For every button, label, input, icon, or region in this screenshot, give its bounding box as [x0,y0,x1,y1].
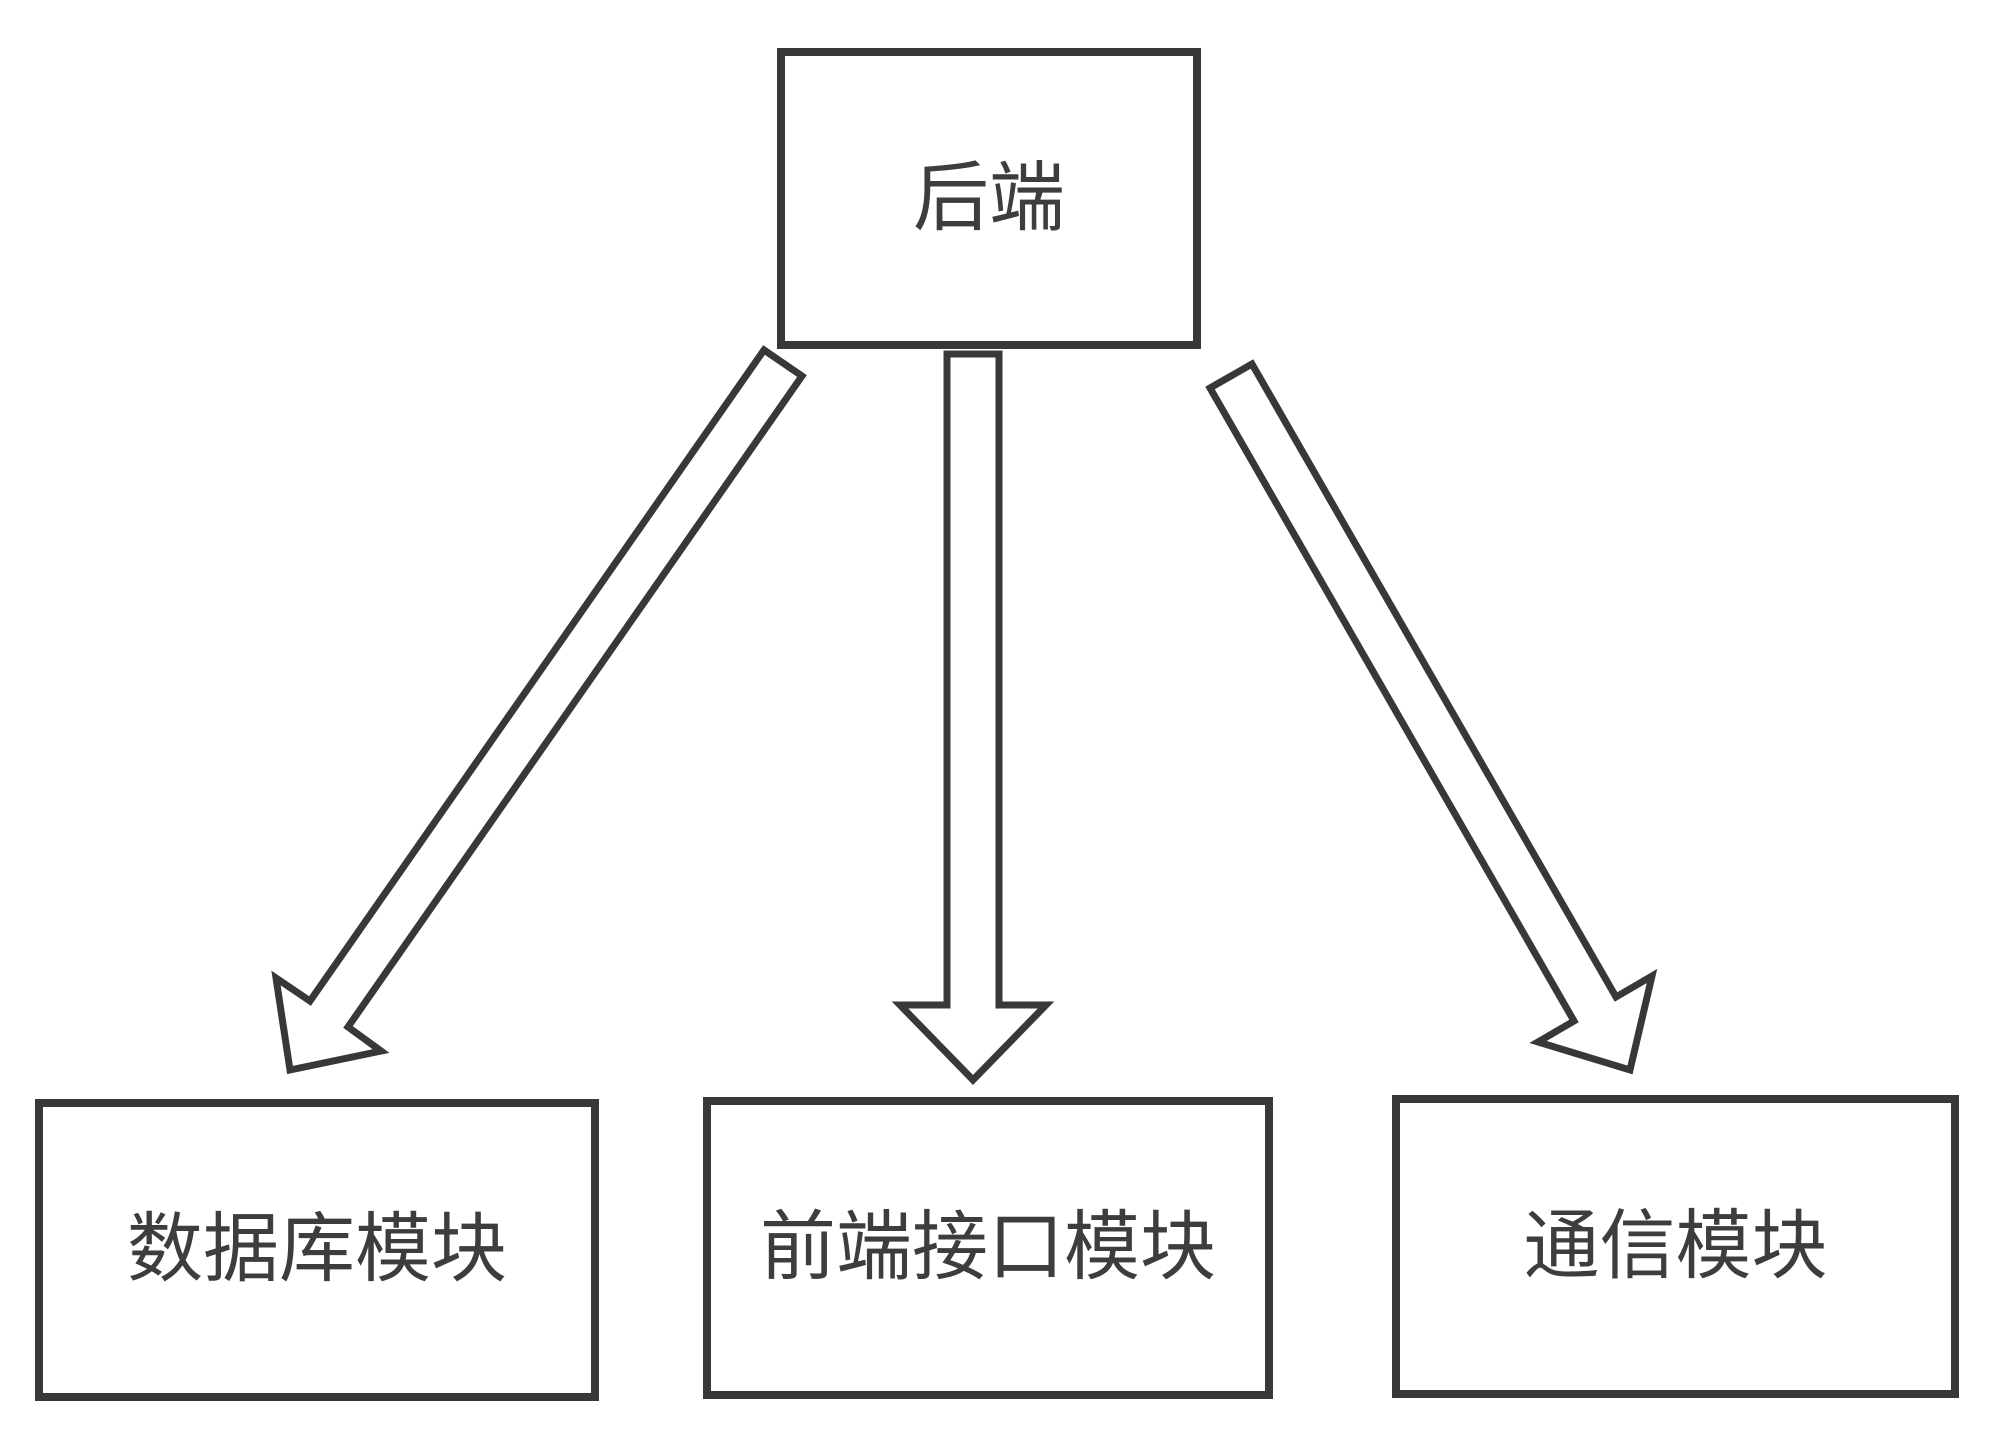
arrow-backend-to-database-module [271,345,807,1075]
node-frontend-interface-module-label: 前端接口模块 [760,1205,1216,1290]
node-frontend-interface-module: 前端接口模块 [703,1097,1273,1399]
node-backend: 后端 [777,48,1201,349]
node-communication-module-label: 通信模块 [1523,1203,1828,1289]
arrow-backend-to-frontend-interface-module [891,350,1055,1086]
node-communication-module: 通信模块 [1392,1095,1959,1398]
node-database-module: 数据库模块 [35,1099,599,1401]
arrow-backend-to-communication-module [1205,359,1658,1075]
node-database-module-label: 数据库模块 [127,1207,507,1292]
node-backend-label: 后端 [913,155,1065,241]
